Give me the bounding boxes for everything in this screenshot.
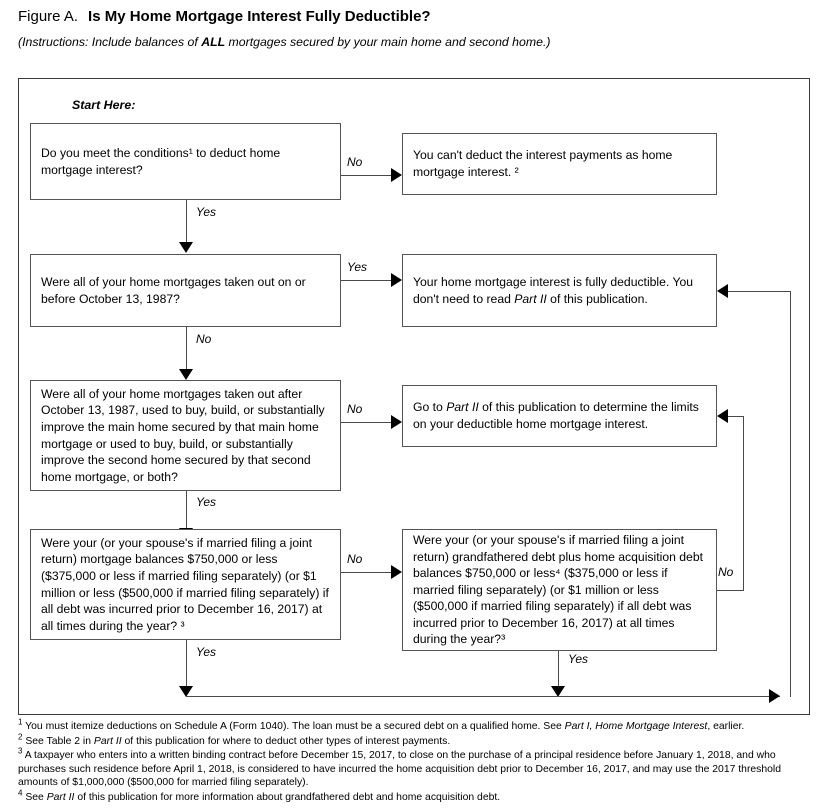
instructions-pre: (Instructions: Include balances of [18,35,202,49]
fully-deductible-em: Part II [514,291,547,306]
footnote-4: 4 See Part II of this publication for mo… [18,788,818,804]
edge-q2-yes-line [341,280,391,281]
footnote-marker: 4 [18,788,23,798]
edge-label-q2-no: No [196,332,212,346]
edge-label-q5-yes: Yes [568,652,589,666]
footnotes: 1 You must itemize deductions on Schedul… [18,717,818,805]
footnote-text: of this publication for more information… [74,791,501,803]
edge-label-q4-yes: Yes [196,645,217,659]
edge-label-q5-no: No [718,565,734,579]
edge-label-q3-yes: Yes [196,495,217,509]
footnote-text: See [25,791,47,803]
edge-q1-no-arrowhead [391,168,402,182]
edge-q3-no-line [341,422,391,423]
edge-q4-no-line [341,572,391,573]
edge-q1-yes-arrowhead [179,242,193,253]
footnote-3: 3 A taxpayer who enters into a written b… [18,746,818,789]
edge-q5-no-line-h [717,590,743,591]
edge-q4-no-arrowhead [391,565,402,579]
edge-label-q4-no: No [347,552,363,566]
go-to-part-ii-post: of this publication to determine the lim… [413,400,699,431]
footnote-2: 2 See Table 2 in Part II of this publica… [18,732,818,748]
decision-box-taken-before-1987-text: Were all of your home mortgages taken ou… [41,274,306,306]
decision-box-conditions[interactable]: Do you meet the conditions¹ to deduct ho… [30,123,341,200]
edge-q1-yes-line [186,200,187,242]
decision-box-mortgage-balances[interactable]: Were your (or your spouse's if married f… [30,529,341,640]
instructions-emphasis: ALL [201,35,226,49]
decision-box-buy-build-improve-text: Were all of your home mortgages taken ou… [41,386,325,484]
outcome-box-go-to-part-ii[interactable]: Go to Part II of this publication to det… [402,385,717,447]
decision-box-buy-build-improve[interactable]: Were all of your home mortgages taken ou… [30,380,341,491]
edge-label-q1-yes: Yes [196,205,217,219]
edge-q5-no-line-top [728,416,744,417]
go-to-part-ii-pre: Go to [413,400,447,415]
decision-box-mortgage-balances-text: Were your (or your spouse's if married f… [41,535,329,633]
decision-box-taken-before-1987[interactable]: Were all of your home mortgages taken ou… [30,254,341,327]
go-to-part-ii-em: Part II [446,400,479,415]
bottom-bus-line-v [790,291,791,697]
decision-box-grandfathered-debt-text: Were your (or your spouse's if married f… [413,532,703,647]
edge-q2-no-arrowhead [179,369,193,380]
footnote-emphasis: Part II [93,735,122,747]
footnote-emphasis: Part I, Home Mortgage Interest [564,721,708,732]
footnote-marker: 2 [18,732,23,742]
footnote-marker: 3 [18,746,23,756]
footnote-text: , earlier. [707,721,745,732]
edge-label-q2-yes: Yes [347,260,368,274]
edge-q5-no-arrowhead [717,409,728,423]
fully-deductible-pre: Your home mortgage interest is fully ded… [413,274,694,306]
edge-q4-yes-line [186,640,187,686]
edge-q3-yes-line [186,491,187,528]
outcome-box-fully-deductible[interactable]: Your home mortgage interest is fully ded… [402,254,717,327]
edge-q4-yes-arrowhead [179,686,193,697]
outcome-box-fully-deductible-text: Your home mortgage interest is fully ded… [413,274,706,307]
footnote-text: of this publication for where to deduct … [121,735,451,747]
page-title: Is My Home Mortgage Interest Fully Deduc… [88,8,431,25]
edge-q2-no-line [186,327,187,369]
figure-label: Figure A. [18,8,79,25]
edge-label-q3-no: No [347,402,363,416]
figure-header: Figure A. Is My Home Mortgage Interest Fu… [18,8,818,49]
bottom-bus-arrowhead-left [717,284,728,298]
outcome-box-cannot-deduct[interactable]: You can't deduct the interest payments a… [402,133,717,195]
edge-q2-yes-arrowhead [391,273,402,287]
bottom-bus-arrowhead-right [769,689,780,703]
footnote-text: You must itemize deductions on Schedule … [25,721,565,732]
instructions-post: mortgages secured by your main home and … [225,35,551,49]
decision-box-conditions-text: Do you meet the conditions¹ to deduct ho… [41,145,281,177]
footnote-text: A taxpayer who enters into a written bin… [18,750,782,788]
footnote-emphasis: Part II [46,791,75,803]
decision-box-grandfathered-debt[interactable]: Were your (or your spouse's if married f… [402,529,717,651]
edge-q3-no-arrowhead [391,415,402,429]
edge-q5-yes-arrowhead [551,686,565,697]
edge-q5-no-line-v [743,416,744,591]
bottom-bus-line-top [728,291,791,292]
bottom-bus-line-h [186,696,780,697]
outcome-box-go-to-part-ii-text: Go to Part II of this publication to det… [413,399,706,432]
footnote-marker: 1 [18,717,23,727]
edge-label-q1-no: No [347,155,363,169]
figure-instructions: (Instructions: Include balances of ALL m… [18,35,818,49]
footnote-1: 1 You must itemize deductions on Schedul… [18,717,818,733]
edge-q5-yes-line [558,651,559,686]
fully-deductible-post: of this publication. [546,291,648,306]
outcome-box-cannot-deduct-text: You can't deduct the interest payments a… [413,148,673,179]
footnote-text: See Table 2 in [25,735,94,747]
start-here-label: Start Here: [72,98,136,112]
edge-q1-no-line [341,175,391,176]
